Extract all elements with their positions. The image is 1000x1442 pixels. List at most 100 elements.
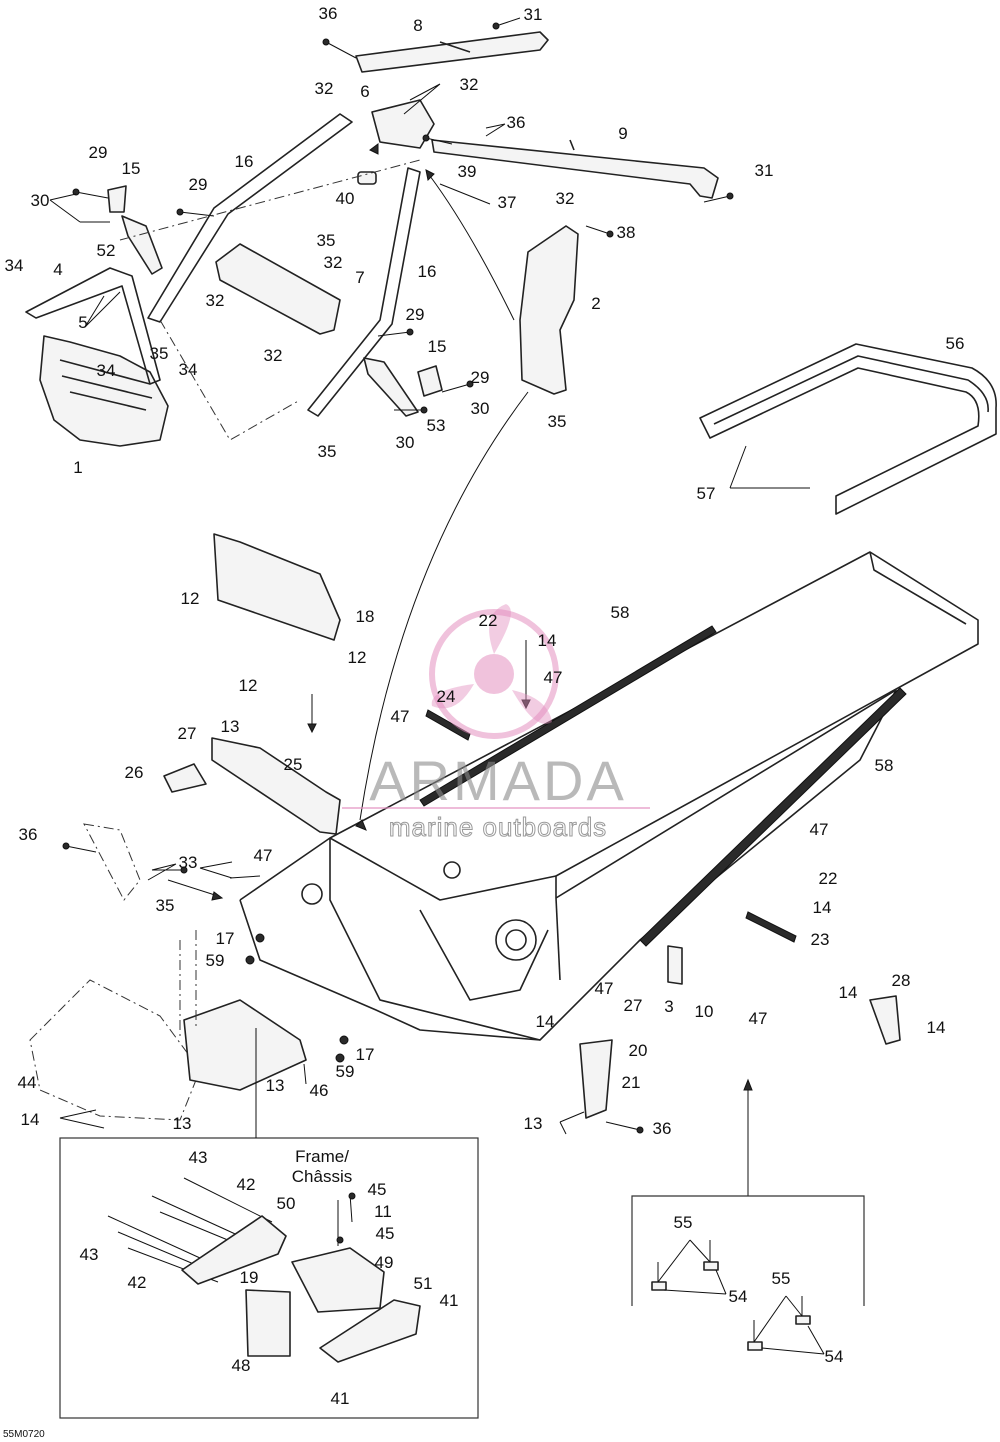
callout-label: 23 bbox=[811, 930, 830, 949]
inset-box-suspension bbox=[59, 1137, 479, 1419]
front-support-4 bbox=[25, 267, 161, 385]
callout-label: 42 bbox=[128, 1273, 147, 1292]
bracket-28 bbox=[869, 995, 901, 1045]
callout-label: 26 bbox=[125, 763, 144, 782]
callout-label: 6 bbox=[360, 82, 369, 101]
callout-label: 47 bbox=[810, 820, 829, 839]
bracket-15-left bbox=[107, 185, 127, 213]
callout-label: 37 bbox=[498, 193, 517, 212]
callout-label: 44 bbox=[18, 1073, 37, 1092]
callout-label: 34 bbox=[97, 361, 116, 380]
fasteners bbox=[62, 17, 734, 1134]
callout-label: 53 bbox=[427, 416, 446, 435]
callout-label: 3 bbox=[664, 997, 673, 1016]
callout-label: 16 bbox=[235, 152, 254, 171]
suspension-bracket-50 bbox=[183, 999, 307, 1091]
callout-label: 40 bbox=[336, 189, 355, 208]
callout-label: 8 bbox=[413, 16, 422, 35]
callout-label: 35 bbox=[548, 412, 567, 431]
callout-label: 5 bbox=[78, 313, 87, 332]
callout-label: 45 bbox=[368, 1180, 387, 1199]
callout-label: 22 bbox=[479, 611, 498, 630]
callout-label: 41 bbox=[331, 1389, 350, 1408]
callout-label: 47 bbox=[749, 1009, 768, 1028]
callout-label: 47 bbox=[391, 707, 410, 726]
callout-label: 14 bbox=[839, 983, 858, 1002]
callout-label: 13 bbox=[221, 717, 240, 736]
callout-label: 46 bbox=[310, 1081, 329, 1100]
callout-label: 49 bbox=[375, 1253, 394, 1272]
callout-label: 35 bbox=[156, 896, 175, 915]
bracket-52 bbox=[121, 215, 163, 275]
callout-label: 16 bbox=[418, 262, 437, 281]
watermark-propeller-hub-icon bbox=[474, 654, 514, 694]
callout-label: 12 bbox=[181, 589, 200, 608]
callout-label: 39 bbox=[458, 162, 477, 181]
running-board-56 bbox=[699, 343, 997, 515]
bracket-53 bbox=[363, 357, 419, 417]
callout-label: 12 bbox=[348, 648, 367, 667]
bracket-3 bbox=[667, 945, 683, 985]
callout-label: 13 bbox=[173, 1114, 192, 1133]
callout-label: 56 bbox=[946, 334, 965, 353]
crossbar-7 bbox=[215, 243, 341, 335]
callout-label: 47 bbox=[254, 846, 273, 865]
spacer-40 bbox=[357, 171, 377, 185]
callout-label: 34 bbox=[5, 256, 24, 275]
callout-label: 18 bbox=[356, 607, 375, 626]
callout-label: 32 bbox=[206, 291, 225, 310]
callout-label: 43 bbox=[189, 1148, 208, 1167]
callout-label: 30 bbox=[396, 433, 415, 452]
callout-label: 19 bbox=[240, 1268, 259, 1287]
callout-label: 47 bbox=[544, 668, 563, 687]
callout-label: 24 bbox=[437, 687, 456, 706]
callout-label: 45 bbox=[376, 1224, 395, 1243]
callout-label: 31 bbox=[755, 161, 774, 180]
callout-label: 31 bbox=[524, 5, 543, 24]
callout-label: 13 bbox=[266, 1076, 285, 1095]
callout-label: 20 bbox=[629, 1041, 648, 1060]
watermark-propeller-icon bbox=[429, 609, 559, 739]
column-tube-16-left bbox=[147, 113, 353, 323]
callout-label: 14 bbox=[927, 1018, 946, 1037]
callout-label: 38 bbox=[617, 223, 636, 242]
callout-label: 10 bbox=[695, 1002, 714, 1021]
callout-label: 21 bbox=[622, 1073, 641, 1092]
callout-label: 57 bbox=[697, 484, 716, 503]
front-bracket-assembly bbox=[29, 823, 201, 1121]
callout-label: 32 bbox=[324, 253, 343, 272]
callout-label: 14 bbox=[813, 898, 832, 917]
steering-support-2 bbox=[519, 225, 579, 395]
callout-label: 13 bbox=[524, 1114, 543, 1133]
callout-label: 30 bbox=[31, 191, 50, 210]
callout-label: 29 bbox=[189, 175, 208, 194]
callout-label: 33 bbox=[179, 853, 198, 872]
watermark-brand: ARMADA bbox=[369, 749, 627, 812]
parts-drawing bbox=[25, 17, 997, 1419]
strip-23 bbox=[745, 911, 797, 943]
cover-18 bbox=[213, 533, 341, 641]
callout-label: 36 bbox=[19, 825, 38, 844]
callout-label: 43 bbox=[80, 1245, 99, 1264]
diagram-code: 55M0720 bbox=[3, 1429, 45, 1440]
inset-box-hardware bbox=[631, 1195, 865, 1306]
callout-label: 32 bbox=[460, 75, 479, 94]
bracket-15-right bbox=[417, 365, 443, 397]
callout-label: 58 bbox=[611, 603, 630, 622]
callout-label: 34 bbox=[179, 360, 198, 379]
callout-label: 14 bbox=[536, 1012, 555, 1031]
callout-label: 1 bbox=[73, 458, 82, 477]
inset-caption-chassis: Châssis bbox=[292, 1167, 352, 1186]
callout-label: 50 bbox=[277, 1194, 296, 1213]
callout-label: 27 bbox=[624, 996, 643, 1015]
callout-label: 47 bbox=[595, 979, 614, 998]
bracket-25 bbox=[211, 737, 341, 835]
callout-label: 42 bbox=[237, 1175, 256, 1194]
callout-label: 17 bbox=[356, 1045, 375, 1064]
upper-brace-8 bbox=[355, 31, 549, 73]
front-bumper-1 bbox=[39, 335, 169, 447]
callout-label: 12 bbox=[239, 676, 258, 695]
callout-label: 54 bbox=[825, 1347, 844, 1366]
callout-label: 35 bbox=[317, 231, 336, 250]
